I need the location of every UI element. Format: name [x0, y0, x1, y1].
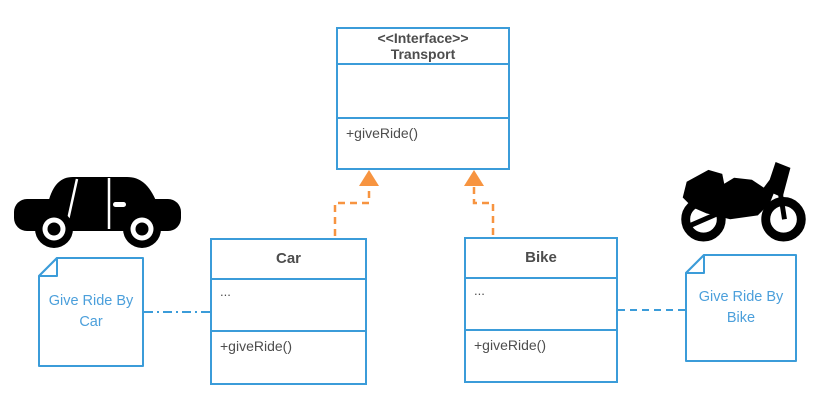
class-attributes: ... [212, 280, 365, 332]
car-front-wheel [123, 210, 161, 248]
car-rear-wheel [35, 210, 73, 248]
arrowhead-icon [359, 170, 379, 186]
class-name: Bike [466, 239, 616, 279]
class-box-car: Car ... +giveRide() [210, 238, 367, 385]
motorcycle-icon [681, 161, 806, 242]
interface-header: <<Interface>> Transport [338, 29, 508, 65]
interface-stereotype: <<Interface>> [377, 30, 469, 46]
note-shape-icon [38, 257, 144, 367]
note-shape-icon [685, 254, 797, 362]
note-give-ride-by-bike: Give Ride By Bike [685, 254, 797, 362]
class-box-bike: Bike ... +giveRide() [464, 237, 618, 383]
class-attributes: ... [466, 279, 616, 331]
class-methods: +giveRide() [220, 338, 292, 354]
class-methods: +giveRide() [474, 337, 546, 353]
arrowhead-icon [464, 170, 484, 186]
interface-methods: +giveRide() [346, 125, 418, 141]
note-give-ride-by-car: Give Ride By Car [38, 257, 144, 367]
interface-attributes [338, 65, 508, 119]
note-text: Give Ride By Car [48, 293, 134, 330]
note-text: Give Ride By Bike [698, 289, 784, 326]
class-name: Car [212, 240, 365, 280]
realization-arrow-bike [464, 170, 495, 235]
interface-name: Transport [390, 46, 456, 62]
car-icon [14, 177, 181, 248]
realization-arrow-car [333, 170, 379, 236]
interface-box-transport: <<Interface>> Transport +giveRide() [336, 27, 510, 170]
